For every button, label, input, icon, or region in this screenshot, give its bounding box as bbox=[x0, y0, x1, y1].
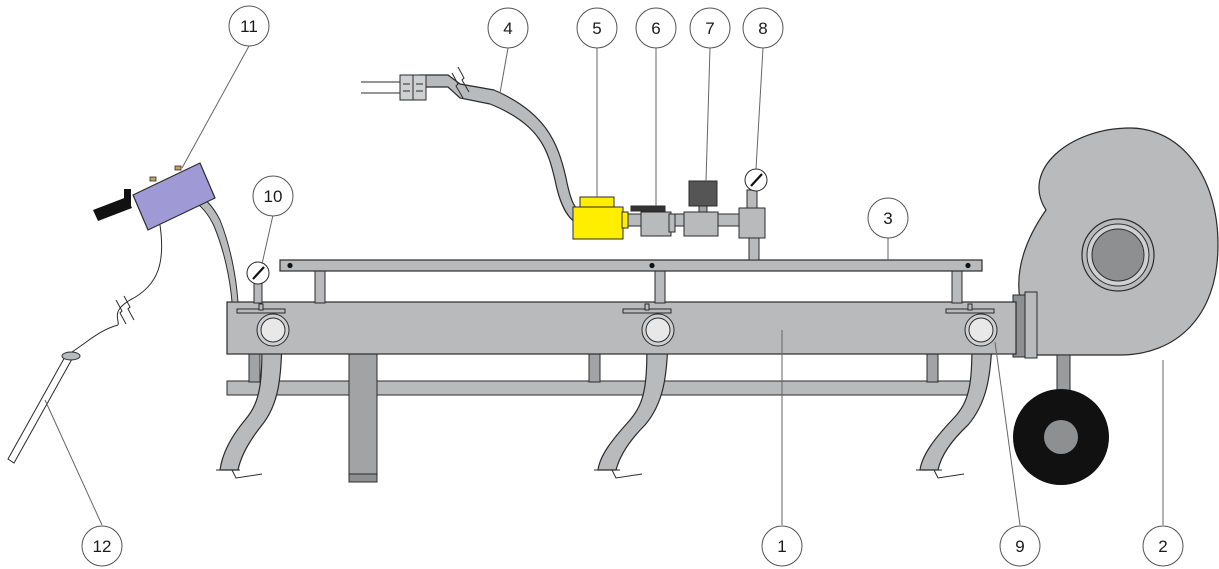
frame bbox=[226, 353, 985, 483]
solenoid-valve bbox=[683, 180, 719, 237]
callout-12-label: 12 bbox=[93, 537, 112, 556]
callout-7-label: 7 bbox=[705, 19, 714, 38]
pressure-gauge-10 bbox=[246, 261, 270, 304]
gas-supply-hose bbox=[361, 66, 583, 226]
callout-3: 3 bbox=[867, 197, 909, 239]
callout-9-label: 9 bbox=[1015, 537, 1024, 556]
callout-6: 6 bbox=[635, 7, 677, 49]
callout-10: 10 bbox=[252, 175, 294, 217]
callout-1: 1 bbox=[761, 525, 803, 567]
callout-10-label: 10 bbox=[264, 187, 283, 206]
gas-rail bbox=[279, 259, 983, 304]
callout-11: 11 bbox=[228, 5, 270, 47]
tee-fitting bbox=[738, 189, 766, 261]
callout-7: 7 bbox=[689, 7, 731, 49]
callout-11-label: 11 bbox=[240, 17, 258, 36]
leader-lines bbox=[44, 45, 1164, 526]
callout-12: 12 bbox=[81, 525, 123, 567]
callout-6-label: 6 bbox=[651, 19, 660, 38]
callout-4-label: 4 bbox=[503, 19, 512, 38]
callout-2-label: 2 bbox=[1158, 537, 1167, 556]
manual-valve bbox=[630, 205, 676, 237]
callout-2: 2 bbox=[1142, 525, 1184, 567]
pressure-gauge-8 bbox=[744, 168, 768, 192]
main-manifold bbox=[226, 301, 1017, 355]
hose-couplings bbox=[236, 303, 998, 347]
ignition-device bbox=[71, 162, 239, 353]
callout-5: 5 bbox=[576, 7, 618, 49]
callout-9: 9 bbox=[999, 525, 1041, 567]
yellow-valve bbox=[572, 196, 629, 240]
callout-4: 4 bbox=[487, 7, 529, 49]
callout-1-label: 1 bbox=[777, 537, 786, 556]
valve-train bbox=[572, 168, 768, 261]
callouts: 1 2 3 4 5 6 7 8 bbox=[81, 5, 1184, 567]
callout-8-label: 8 bbox=[758, 19, 767, 38]
callout-3-label: 3 bbox=[883, 209, 892, 228]
callout-8: 8 bbox=[742, 7, 784, 49]
callout-5-label: 5 bbox=[592, 19, 601, 38]
blower bbox=[1012, 127, 1219, 485]
temperature-probe bbox=[7, 351, 81, 464]
